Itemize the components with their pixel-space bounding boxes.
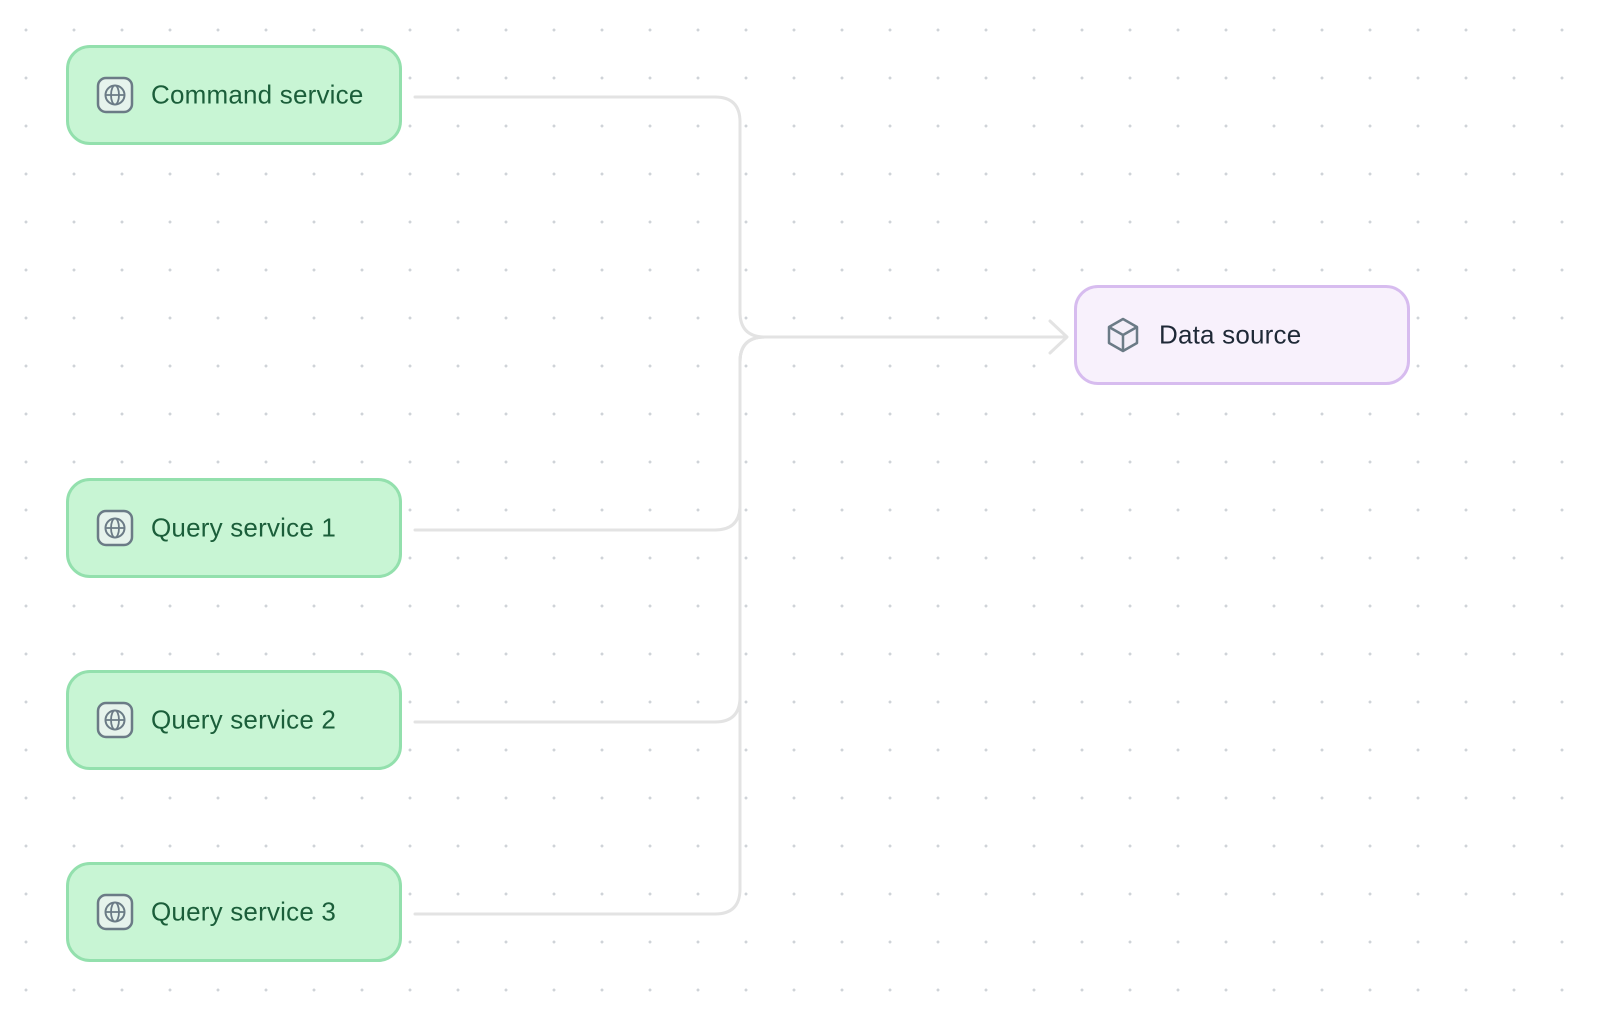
command-service-node[interactable]: Command service	[66, 45, 402, 145]
arrowhead	[1048, 319, 1069, 355]
globe-icon	[95, 892, 135, 932]
node-label: Query service 3	[151, 896, 337, 927]
cube-icon	[1103, 315, 1143, 355]
query-service-1-node[interactable]: Query service 1	[66, 478, 402, 578]
node-label: Query service 2	[151, 704, 337, 735]
edge-query-service-1-to-data-source	[413, 335, 1067, 532]
globe-icon	[95, 508, 135, 548]
node-label: Data source	[1159, 319, 1302, 350]
query-service-3-node[interactable]: Query service 3	[66, 862, 402, 962]
query-service-2-node[interactable]: Query service 2	[66, 670, 402, 770]
globe-icon	[95, 700, 135, 740]
edge-query-service-3-to-data-source	[413, 335, 1067, 916]
node-label: Query service 1	[151, 512, 337, 543]
edge-query-service-2-to-data-source	[413, 335, 1067, 724]
data-source-node[interactable]: Data source	[1074, 285, 1410, 385]
globe-icon	[95, 75, 135, 115]
node-label: Command service	[151, 79, 364, 110]
edge-command-service-to-data-source	[413, 95, 1067, 339]
